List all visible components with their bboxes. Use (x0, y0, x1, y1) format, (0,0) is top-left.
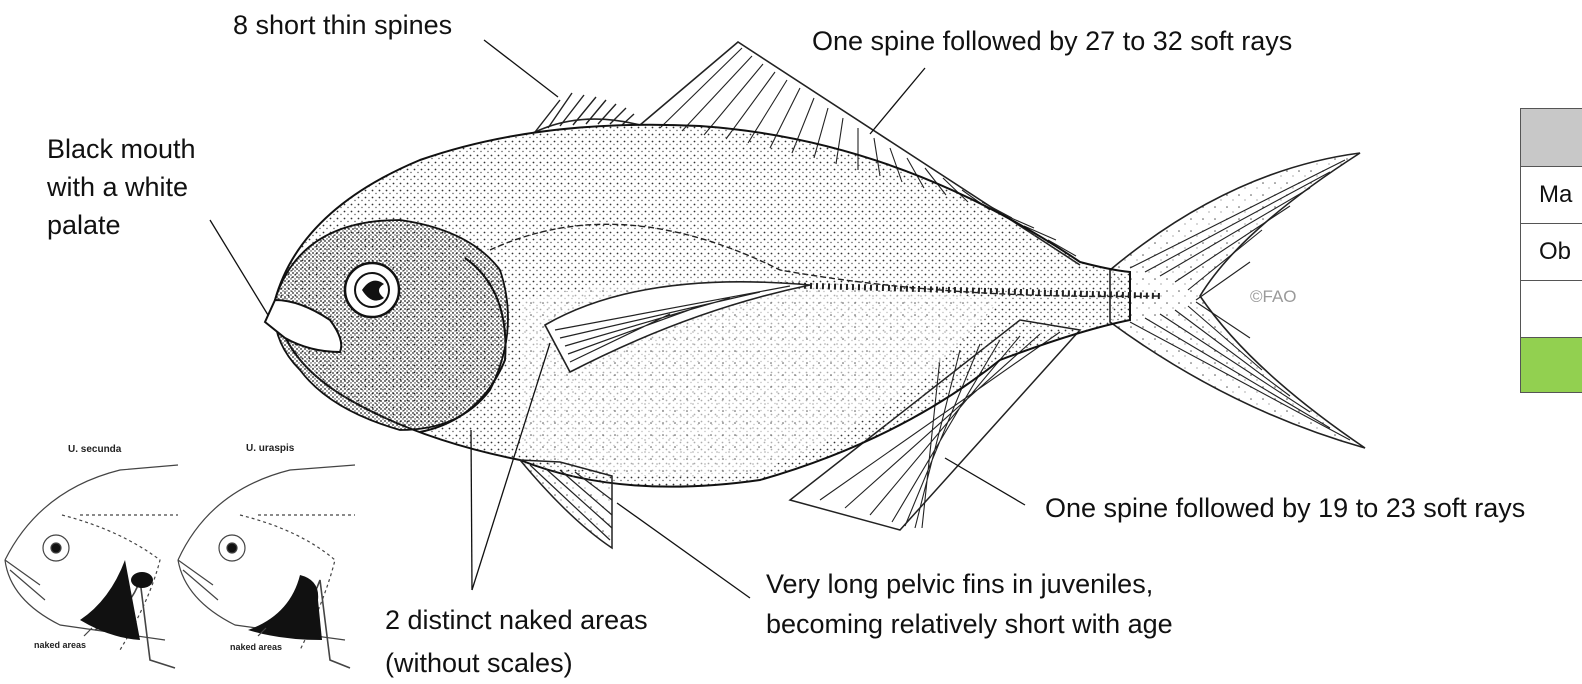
info-table: Ma Ob (1520, 108, 1582, 393)
inset-title-secunda: U. secunda (68, 444, 121, 455)
label-mouth-line2: with a white (47, 168, 188, 206)
label-dorsal-spines: 8 short thin spines (233, 6, 452, 44)
table-row (1521, 281, 1582, 338)
table-highlight-row (1521, 338, 1582, 392)
caudal-fin (1110, 153, 1365, 448)
inset-title-uraspis: U. uraspis (246, 443, 294, 454)
pelvic-fin (520, 460, 612, 548)
inset-note-right: naked areas (230, 642, 282, 652)
label-anal-rays: One spine followed by 19 to 23 soft rays (1045, 489, 1525, 527)
label-dorsal-soft-rays: One spine followed by 27 to 32 soft rays (812, 22, 1292, 60)
inset-sketches (5, 465, 355, 668)
credit-fao: ©FAO (1250, 287, 1297, 307)
table-row: Ob (1521, 224, 1582, 281)
label-pelvic-line1: Very long pelvic fins in juveniles, (766, 565, 1153, 603)
label-mouth-line3: palate (47, 206, 121, 244)
label-pelvic-line2: becoming relatively short with age (766, 605, 1173, 643)
inset-note-left: naked areas (34, 640, 86, 650)
table-row: Ma (1521, 167, 1582, 224)
label-mouth-line1: Black mouth (47, 130, 196, 168)
table-header-row (1521, 109, 1582, 167)
label-naked-line1: 2 distinct naked areas (385, 601, 648, 639)
label-naked-line2: (without scales) (385, 644, 573, 682)
